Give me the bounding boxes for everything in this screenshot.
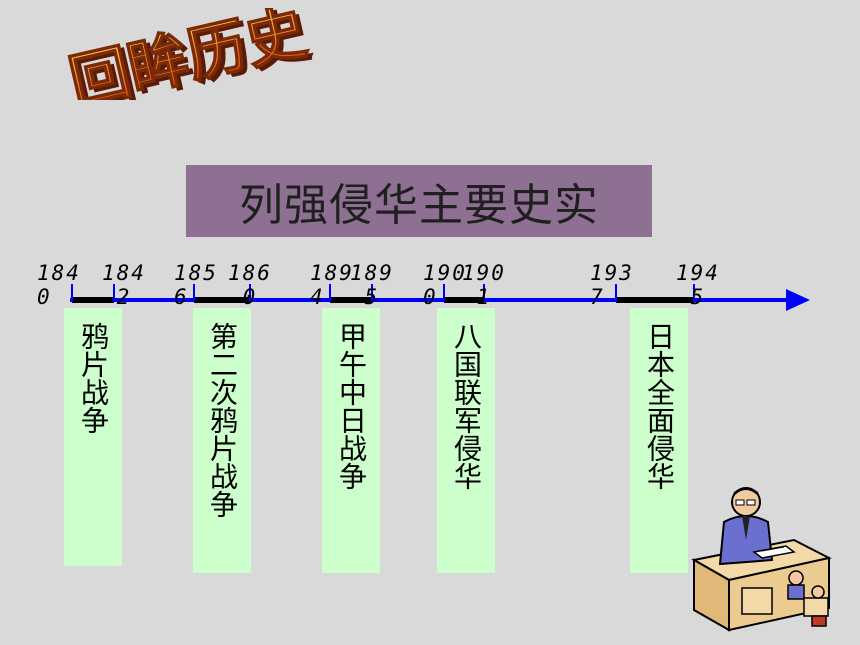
year-line2: 0 [423, 285, 438, 309]
event-box-opium-war: 鸦片战争 [64, 308, 122, 566]
year-line2: 0 [242, 285, 258, 309]
teacher-at-desk-icon [691, 487, 832, 632]
event-box-japanese-invasion: 日本全面侵华 [630, 308, 688, 573]
title-box: 列强侵华主要史实 [186, 165, 652, 237]
wordart-heading: 回眸历史 回眸历史 [62, 8, 317, 100]
year-label-1945: 194 5 [676, 261, 720, 309]
event-box-eight-nation-alliance: 八国联军侵华 [437, 308, 495, 573]
event-label: 日本全面侵华 [643, 322, 676, 490]
event-label: 甲午中日战争 [335, 322, 368, 490]
event-box-second-opium-war: 第二次鸦片战争 [193, 308, 251, 573]
year-line1: 194 [676, 261, 720, 285]
year-line1: 184 [102, 261, 146, 285]
year-line2: 1 [476, 285, 492, 309]
year-label-1901: 190 1 [462, 261, 506, 309]
event-box-sino-japanese-war: 甲午中日战争 [322, 308, 380, 573]
year-label-1895: 189 5 [350, 261, 394, 309]
event-label: 八国联军侵华 [450, 322, 483, 490]
year-line2: 6 [174, 285, 189, 309]
year-label-1842: 184 2 [102, 261, 146, 309]
year-line2: 4 [310, 285, 325, 309]
year-line1: 185 [174, 261, 218, 285]
year-line2: 0 [37, 285, 52, 309]
year-line1: 189 [310, 261, 354, 285]
year-line2: 5 [690, 285, 706, 309]
year-line2: 5 [364, 285, 380, 309]
event-label: 鸦片战争 [77, 322, 110, 434]
timeline-arrow-icon [786, 289, 810, 311]
year-line2: 2 [116, 285, 132, 309]
year-line1: 186 [228, 261, 272, 285]
year-line2: 7 [590, 285, 605, 309]
year-line1: 190 [462, 261, 506, 285]
year-label-1860: 186 0 [228, 261, 272, 309]
year-line1: 189 [350, 261, 394, 285]
year-line1: 193 [590, 261, 634, 285]
year-line1: 190 [423, 261, 467, 285]
slide-title: 列强侵华主要史实 [239, 180, 599, 231]
event-label: 第二次鸦片战争 [206, 322, 239, 518]
year-line1: 184 [37, 261, 81, 285]
